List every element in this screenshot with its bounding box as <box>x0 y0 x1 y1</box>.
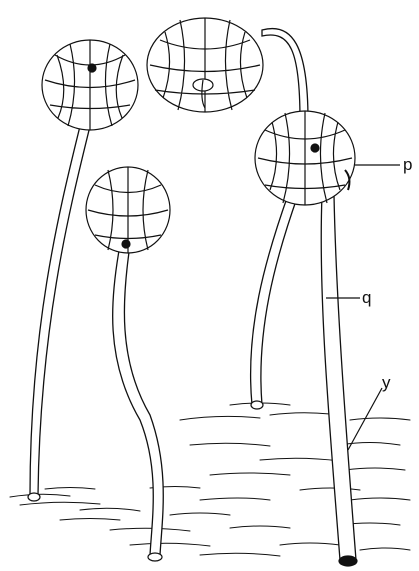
sporangium-top-middle <box>147 18 263 112</box>
label-q: q <box>362 288 371 307</box>
sporangium-heads <box>42 18 355 253</box>
stalk-right <box>321 195 356 560</box>
label-y: y <box>382 373 391 392</box>
sporangium-top-left <box>42 40 138 130</box>
sporangium-middle <box>86 167 170 253</box>
stalk-center-right <box>251 195 298 405</box>
stalk-curved-top <box>262 28 308 120</box>
stalk-left <box>30 118 92 495</box>
stalk-bases <box>28 401 357 566</box>
leader-y <box>348 388 382 450</box>
sporangium-right <box>255 111 355 205</box>
label-p: p <box>403 155 412 174</box>
